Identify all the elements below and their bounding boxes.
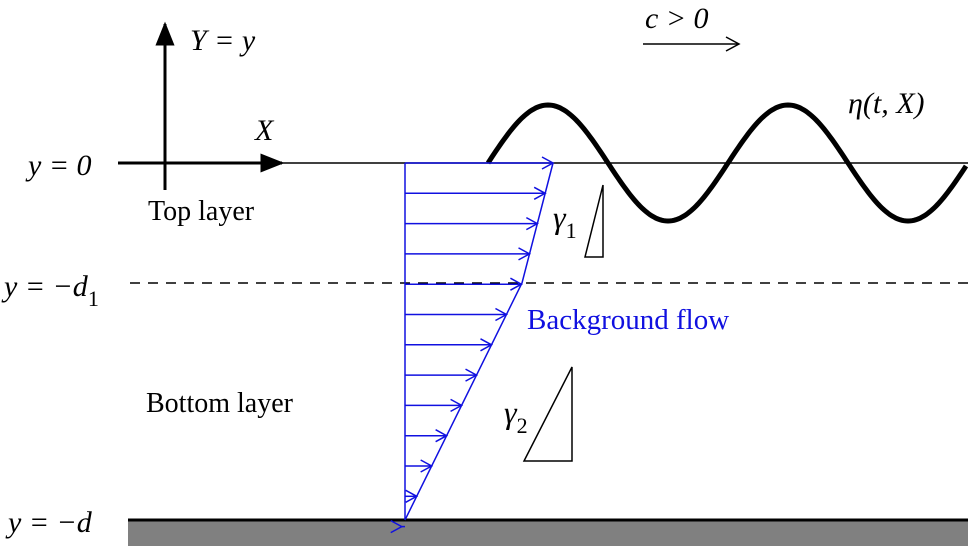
speed-label: c > 0	[645, 2, 709, 35]
flow-arrow-head	[518, 247, 532, 261]
background-flow-profile	[390, 156, 555, 534]
gamma1-label: γ1	[553, 199, 577, 243]
bed-wall	[128, 519, 968, 546]
flow-arrow-head	[420, 459, 434, 473]
flow-arrow-head	[510, 277, 523, 291]
flow-arrow-head	[495, 307, 509, 322]
x-axis-label: X	[254, 114, 275, 147]
flow-arrow-head	[533, 186, 547, 200]
flow-profile-envelope	[404, 162, 554, 521]
flow-arrow-head	[435, 429, 449, 443]
flow-arrow-head	[450, 398, 464, 413]
surface-elevation-label: η(t, X)	[848, 87, 925, 120]
top-layer-label: Top layer	[148, 196, 255, 227]
flow-arrow-head	[390, 519, 404, 534]
flow-arrow-head	[525, 216, 539, 231]
gamma2-label: γ2	[504, 394, 528, 438]
flow-arrow-head	[480, 338, 494, 352]
speed-arrow-head	[725, 36, 741, 52]
background-flow-label: Background flow	[527, 304, 729, 336]
flow-arrow-head	[465, 368, 479, 382]
gamma2-slope-triangle	[522, 366, 573, 462]
y-minus-d-label: y = −d	[5, 506, 93, 539]
gamma1-slope-triangle	[584, 184, 604, 258]
flow-arrow-head	[541, 156, 555, 170]
y-axis-label: Y = y	[190, 24, 256, 57]
bottom-layer-label: Bottom layer	[146, 388, 294, 419]
y-minus-d1-label: y = −d1	[1, 270, 99, 311]
free-surface-wave	[485, 102, 968, 224]
y-zero-label: y = 0	[25, 149, 92, 182]
flow-arrow-head	[405, 489, 419, 503]
